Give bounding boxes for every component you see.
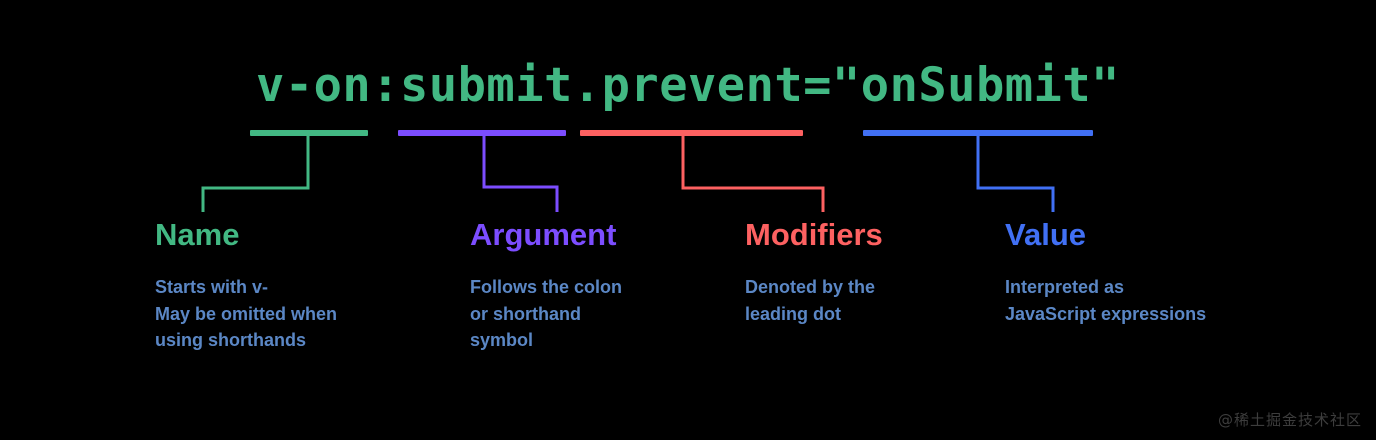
bracket-argument xyxy=(482,136,559,212)
column-heading-modifiers: Modifiers xyxy=(745,217,883,252)
directive-code-title: v-on:submit.prevent="onSubmit" xyxy=(256,58,1120,113)
column-description-value: Interpreted as JavaScript expressions xyxy=(1005,277,1207,324)
segment-bar-name xyxy=(250,130,368,136)
column-description-argument: Follows the colon or shorthand symbol xyxy=(470,277,622,350)
bracket-modifiers xyxy=(681,136,825,212)
segment-bar-modifiers xyxy=(580,130,803,136)
bracket-name xyxy=(201,136,310,212)
column-heading-value: Value xyxy=(1005,217,1086,252)
column-heading-argument: Argument xyxy=(470,217,617,252)
segment-bar-argument xyxy=(398,130,566,136)
watermark-label: @稀土掘金技术社区 xyxy=(1217,411,1362,429)
bracket-value xyxy=(976,136,1055,212)
column-description-name: Starts with v- May be omitted when using… xyxy=(155,277,338,350)
column-description-modifiers: Denoted by the leading dot xyxy=(745,277,876,324)
column-heading-name: Name xyxy=(155,217,240,252)
segment-bar-value xyxy=(863,130,1093,136)
